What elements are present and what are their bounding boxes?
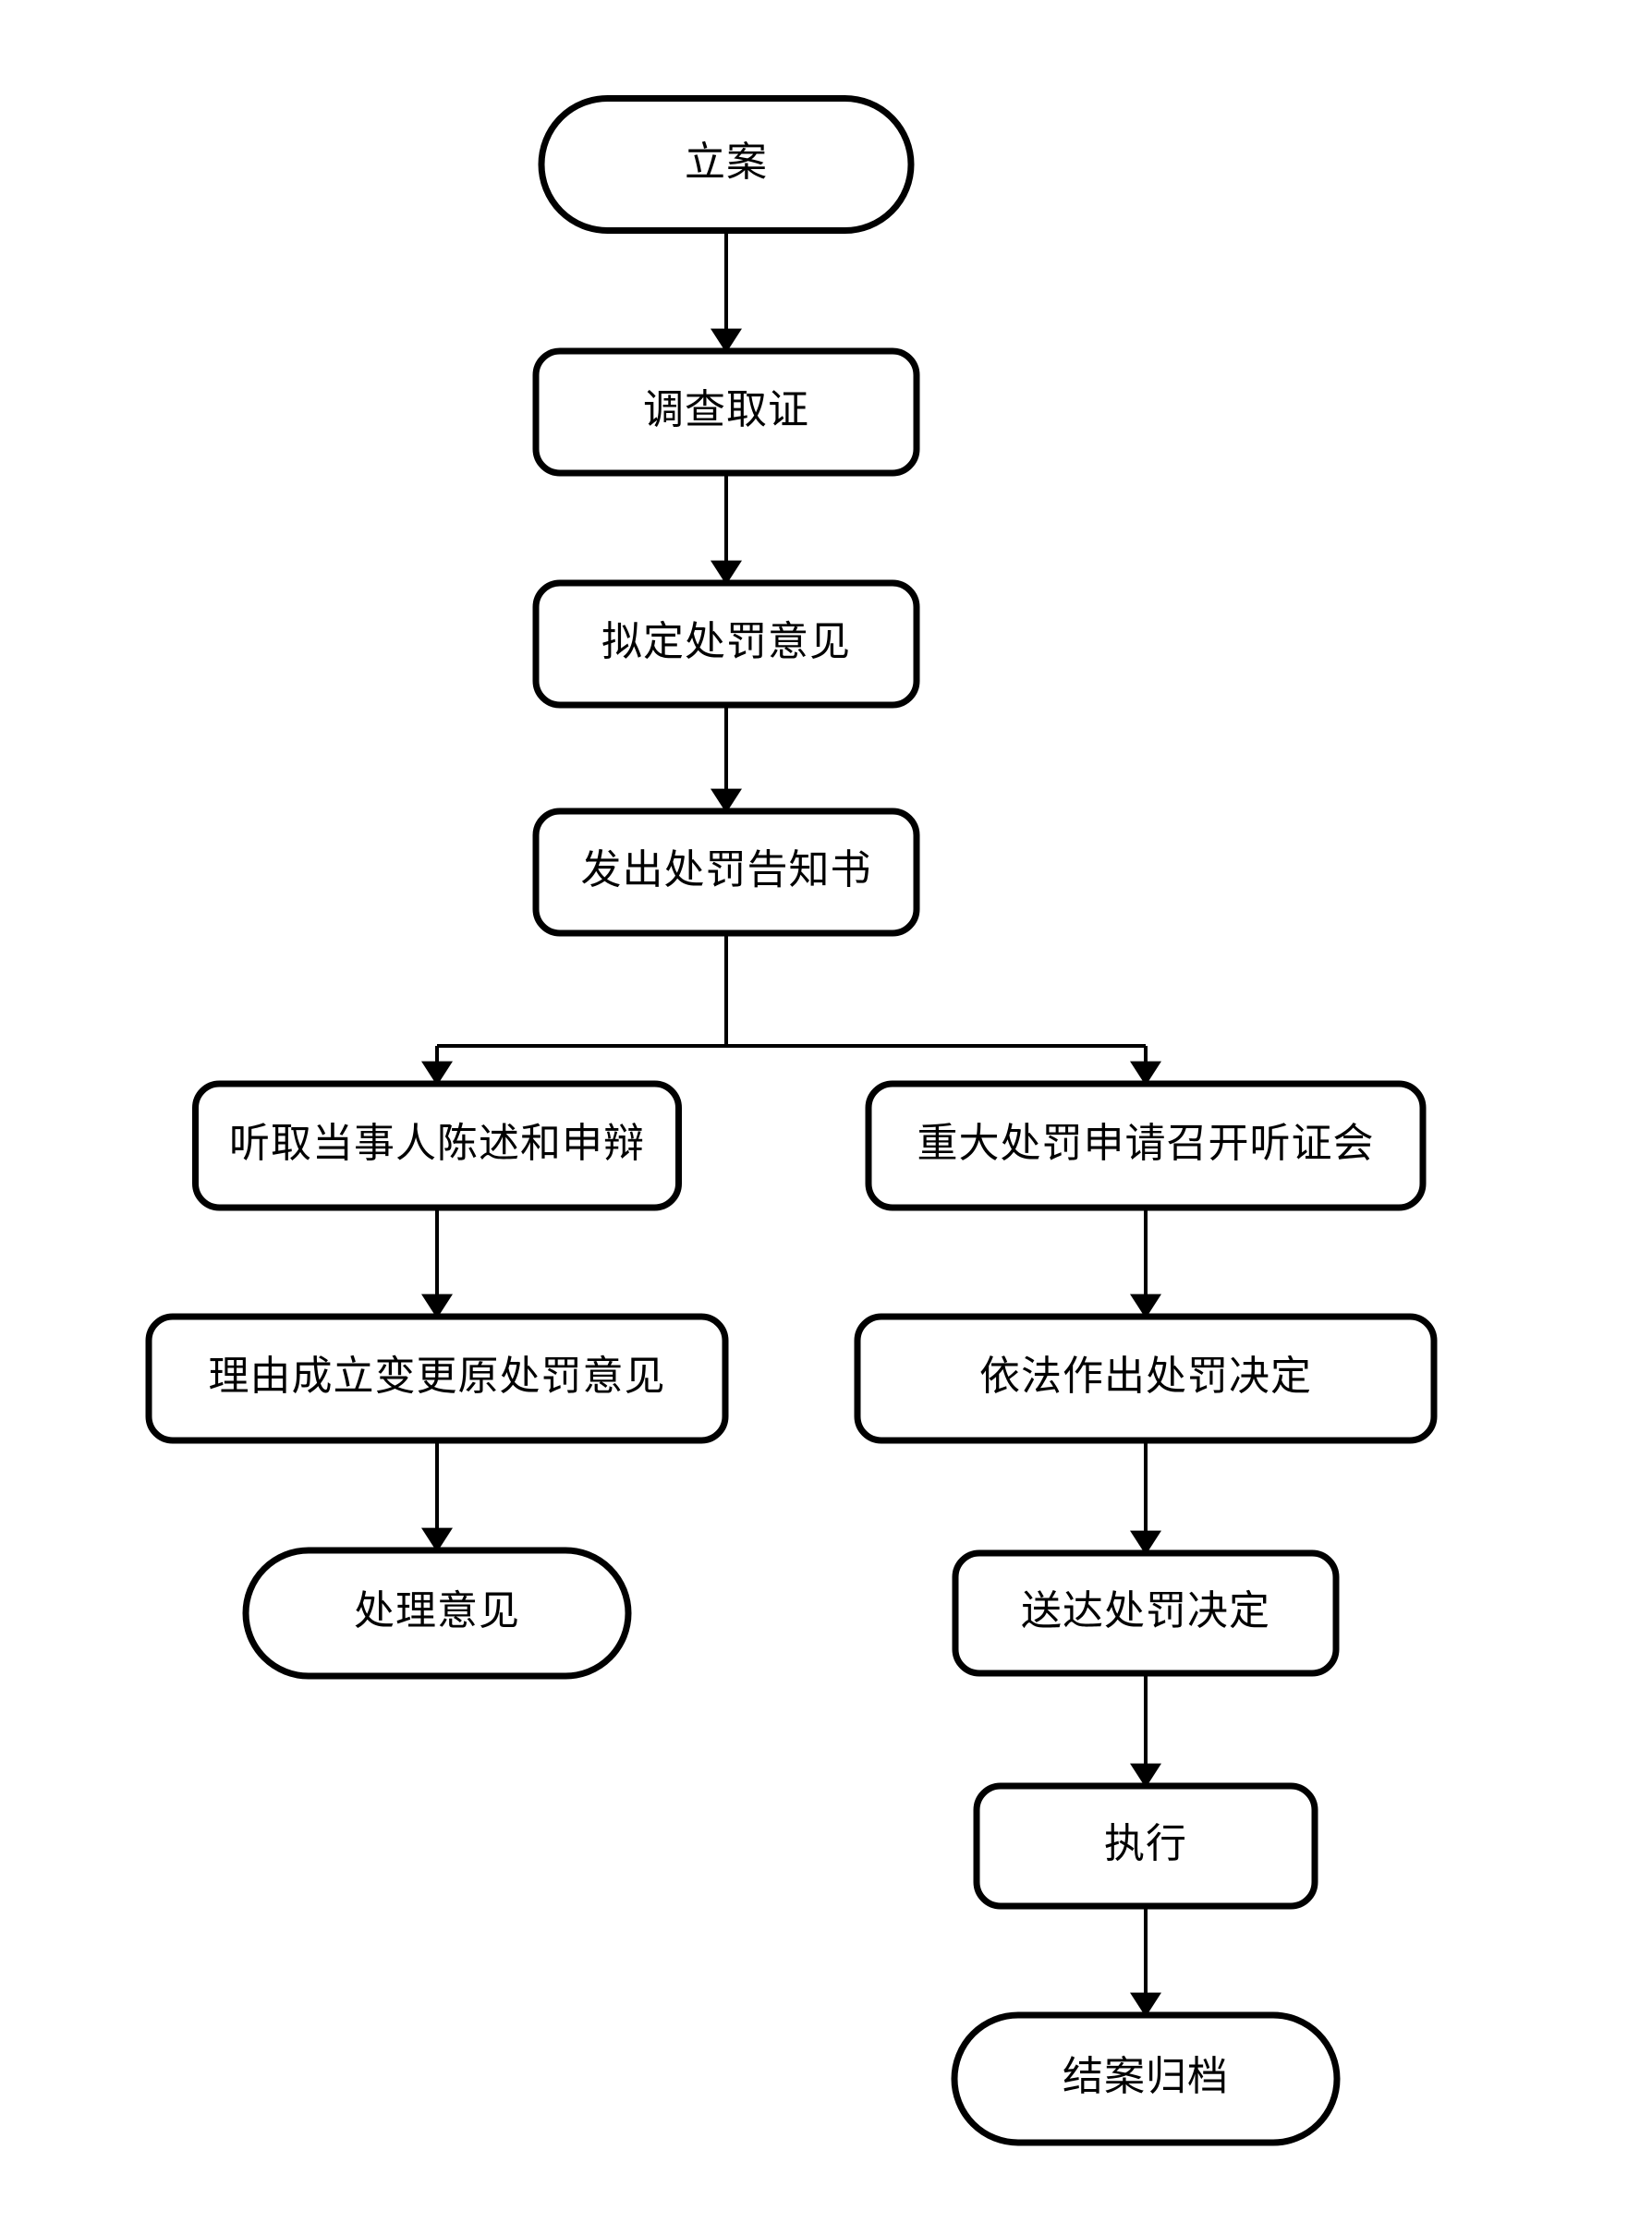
flow-node-n10[interactable]: 送达处罚决定 [952,1549,1340,1677]
edge-n2-to-n3 [711,473,742,585]
node-label: 调查取证 [643,387,809,432]
edge-n4-to-n6 [724,933,1161,1086]
flow-node-n2[interactable]: 调查取证 [532,347,920,477]
flow-node-n1[interactable]: 立案 [538,95,915,234]
node-label: 执行 [1104,1821,1187,1866]
node-label: 立案 [685,140,768,185]
node-shape-rounded-rect [952,1549,1340,1677]
flow-node-n4[interactable]: 发出处罚告知书 [532,808,920,937]
node-shape-rounded-rect [532,579,920,709]
node-shape-stadium [951,2011,1341,2146]
edges-layer [421,230,1161,2017]
flow-node-n6[interactable]: 重大处罚申请召开听证会 [865,1080,1427,1211]
node-label: 送达处罚决定 [1021,1588,1270,1634]
node-label: 发出处罚告知书 [581,847,872,893]
edge-n11-to-n12 [1130,1906,1161,2017]
node-shape-rounded-rect [854,1313,1438,1444]
node-label: 处理意见 [354,1588,520,1634]
flow-node-n3[interactable]: 拟定处罚意见 [532,579,920,709]
flow-node-n9[interactable]: 处理意见 [242,1547,632,1680]
edge-n10-to-n11 [1130,1673,1161,1788]
node-label: 听取当事人陈述和申辩 [229,1121,645,1166]
edge-n1-to-n2 [711,230,742,353]
node-label: 依法作出处罚决定 [979,1354,1312,1399]
node-shape-rounded-rect [532,347,920,477]
edge-n5-to-n7 [421,1208,453,1318]
node-shape-stadium [242,1547,632,1680]
flow-node-n11[interactable]: 执行 [973,1782,1318,1910]
node-shape-rounded-rect [865,1080,1427,1211]
edge-n7-to-n9 [421,1440,453,1552]
flow-node-n5[interactable]: 听取当事人陈述和申辩 [192,1080,682,1211]
flow-node-n7[interactable]: 理由成立变更原处罚意见 [145,1313,729,1444]
node-shape-rounded-rect [192,1080,682,1211]
node-label: 拟定处罚意见 [601,619,851,664]
edge-n3-to-n4 [711,705,742,813]
node-shape-rounded-rect [532,808,920,937]
edge-n4-to-n5 [421,933,728,1086]
node-label: 结案归档 [1063,2054,1229,2099]
node-shape-rounded-rect [145,1313,729,1444]
edge-n6-to-n8 [1130,1208,1161,1318]
node-shape-rounded-rect [973,1782,1318,1910]
node-shape-stadium [538,95,915,234]
edge-n8-to-n10 [1130,1440,1161,1555]
flow-node-n12[interactable]: 结案归档 [951,2011,1341,2146]
flow-node-n8[interactable]: 依法作出处罚决定 [854,1313,1438,1444]
node-label: 理由成立变更原处罚意见 [209,1354,666,1399]
node-label: 重大处罚申请召开听证会 [917,1121,1375,1166]
